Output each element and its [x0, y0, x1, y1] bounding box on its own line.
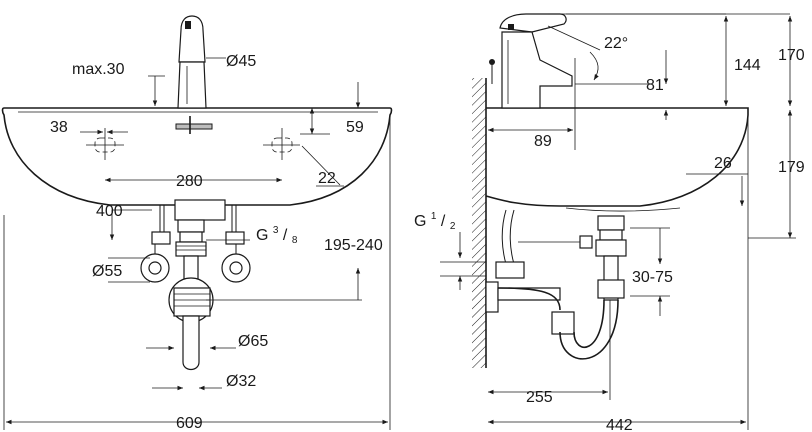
front-basin [1, 107, 393, 221]
front-view: max.30 Ø45 38 59 280 22 400 G 3 / 8 195-… [1, 15, 393, 432]
side-faucet [489, 13, 573, 109]
label-89: 89 [534, 133, 552, 150]
label-179: 179 [778, 159, 805, 176]
side-trap [559, 215, 627, 360]
side-dimensions [440, 13, 796, 430]
label-max-30: max.30 [72, 61, 125, 78]
label-442: 442 [606, 417, 633, 432]
front-dimensions [3, 57, 391, 430]
thread-g-side-den: 2 [450, 221, 456, 232]
label-144: 144 [734, 57, 761, 74]
label-dia-65: Ø65 [238, 333, 268, 350]
label-170: 170 [778, 47, 805, 64]
thread-g-num: 3 [273, 225, 279, 236]
side-view: 22° 144 170 81 89 26 179 G 1 / 2 30-75 2… [414, 13, 805, 432]
label-59: 59 [346, 119, 364, 136]
thread-g-side-num: 1 [431, 211, 437, 222]
label-38: 38 [50, 119, 68, 136]
label-dia-32: Ø32 [226, 373, 256, 390]
tap-holes [86, 128, 300, 160]
thread-g-letter: G [256, 227, 268, 244]
angle-indicator [547, 25, 601, 150]
label-609: 609 [176, 415, 203, 432]
side-pipework [485, 209, 593, 335]
label-thread-g-side: G 1 / 2 [414, 206, 456, 232]
front-faucet [175, 15, 213, 134]
label-255: 255 [526, 389, 553, 406]
label-81: 81 [646, 77, 664, 94]
label-dia-55: Ø55 [92, 263, 122, 280]
wall [472, 78, 487, 368]
label-angle-22: 22° [604, 35, 628, 52]
front-labels: max.30 Ø45 38 59 280 22 400 G 3 / 8 195-… [50, 53, 383, 432]
label-26: 26 [714, 155, 732, 172]
front-siphon [168, 219, 214, 371]
label-400: 400 [96, 203, 123, 220]
label-195-240: 195-240 [324, 237, 383, 254]
side-basin [485, 107, 749, 212]
label-30-75: 30-75 [632, 269, 673, 286]
label-dia-45: Ø45 [226, 53, 256, 70]
thread-g-side-letter: G [414, 213, 426, 230]
supply-hoses [140, 205, 251, 283]
thread-g-den: 8 [292, 235, 298, 246]
label-thread-g: G 3 / 8 [256, 220, 298, 246]
label-280: 280 [176, 173, 203, 190]
side-labels: 22° 144 170 81 89 26 179 G 1 / 2 30-75 2… [414, 35, 805, 432]
label-22: 22 [318, 170, 336, 187]
